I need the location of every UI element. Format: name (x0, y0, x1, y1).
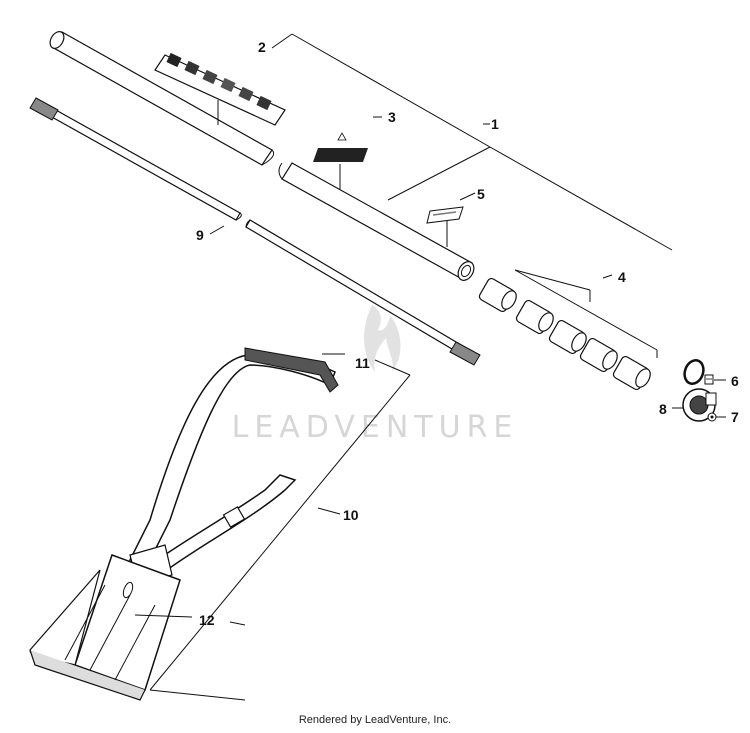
decal-icon (238, 86, 254, 102)
callout-6: 6 (731, 373, 739, 389)
callouts: 2 3 1 5 4 6 7 8 9 11 10 12 (196, 39, 739, 628)
harness-strap (128, 347, 339, 586)
warning-label (313, 132, 368, 162)
main-tube (49, 31, 475, 281)
callout-2: 2 (258, 39, 266, 55)
footer-credit: Rendered by LeadVenture, Inc. (298, 714, 452, 726)
bolt (704, 374, 714, 385)
bushing (612, 355, 651, 391)
hanger-clamp (682, 359, 717, 422)
small-label (426, 206, 464, 224)
warning-decal (154, 52, 286, 126)
hip-pad (29, 554, 181, 701)
leader-lines (134, 33, 726, 701)
callout-3: 3 (388, 109, 396, 125)
bushing (478, 277, 517, 313)
decal-icon (202, 69, 218, 85)
decal-icon (220, 77, 236, 93)
watermark: LEADVENTURE (232, 305, 519, 445)
decal-icon (256, 95, 272, 111)
decal-icon (184, 60, 200, 76)
callout-1: 1 (491, 116, 499, 132)
watermark-logo (364, 305, 401, 372)
callout-5: 5 (477, 186, 485, 202)
callout-8: 8 (659, 401, 667, 417)
drive-shaft (29, 97, 481, 366)
callout-10: 10 (343, 507, 359, 523)
callout-7: 7 (731, 409, 739, 425)
callout-4: 4 (618, 269, 626, 285)
watermark-text: LEADVENTURE (232, 410, 519, 445)
callout-11: 11 (355, 355, 370, 371)
bushing (579, 337, 618, 373)
bushing (548, 319, 587, 355)
nut (707, 412, 717, 422)
callout-12: 12 (199, 612, 215, 628)
callout-9: 9 (196, 227, 204, 243)
decal-icon (166, 52, 182, 68)
bushings (478, 277, 651, 391)
bushing (515, 299, 554, 335)
